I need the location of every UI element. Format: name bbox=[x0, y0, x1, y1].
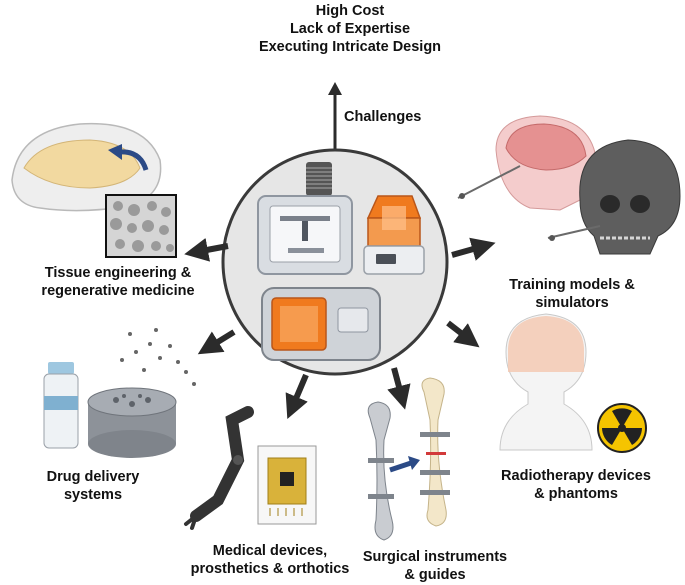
label-medical-line-1: Medical devices, bbox=[212, 543, 328, 559]
label-training-line-1: Training models & bbox=[509, 277, 635, 293]
challenges-list: High Cost Lack of Expertise Executing In… bbox=[230, 2, 470, 56]
label-surgical-line-1: Surgical instruments bbox=[362, 549, 508, 565]
brain-model-icon bbox=[457, 115, 598, 211]
challenges-arrow bbox=[328, 82, 342, 152]
fdm-printer-icon bbox=[257, 195, 353, 275]
skull-model-icon bbox=[547, 139, 681, 255]
femur-bone-icon bbox=[420, 377, 450, 527]
drug-particles-icon bbox=[120, 328, 196, 386]
patient-head-icon bbox=[499, 313, 593, 451]
label-training-line-2: simulators bbox=[535, 295, 609, 311]
radial-arrows bbox=[184, 237, 496, 420]
label-radiotherapy-line-2: & phantoms bbox=[534, 486, 618, 502]
femur-grey-icon bbox=[367, 401, 394, 541]
challenge-intricate-design: Executing Intricate Design bbox=[258, 39, 442, 55]
label-tissue-line-1: Tissue engineering & bbox=[44, 265, 192, 281]
arrow-to-training bbox=[451, 237, 496, 261]
label-surgical-instruments: Surgical instruments & guides bbox=[350, 548, 520, 584]
label-medical-devices: Medical devices, prosthetics & orthotics bbox=[180, 542, 360, 578]
challenge-lack-of-expertise: Lack of Expertise bbox=[289, 21, 411, 37]
label-training-models: Training models & simulators bbox=[482, 276, 662, 312]
label-drug-delivery: Drug delivery systems bbox=[28, 468, 158, 504]
drug-vial-icon bbox=[43, 362, 79, 449]
arrow-to-radiotherapy bbox=[446, 320, 480, 348]
transfer-arrow-icon bbox=[389, 456, 420, 473]
label-tissue-line-2: regenerative medicine bbox=[41, 283, 195, 299]
challenge-high-cost: High Cost bbox=[315, 3, 385, 19]
label-drug-line-2: systems bbox=[63, 487, 123, 503]
label-medical-line-2: prosthetics & orthotics bbox=[190, 561, 350, 577]
mouse-skull-icon bbox=[11, 122, 162, 212]
sls-printer-icon bbox=[261, 287, 381, 361]
scaffold-micrograph-icon bbox=[105, 194, 177, 258]
label-drug-line-1: Drug delivery bbox=[46, 469, 140, 485]
challenges-label: Challenges bbox=[344, 109, 422, 125]
arrow-to-medical bbox=[285, 373, 309, 420]
resin-printer-icon bbox=[363, 195, 425, 275]
arrow-to-drug bbox=[197, 329, 236, 355]
circuit-board-icon bbox=[257, 445, 317, 525]
radiation-symbol-icon bbox=[597, 403, 647, 453]
arrow-to-tissue bbox=[184, 237, 229, 262]
label-radiotherapy: Radiotherapy devices & phantoms bbox=[476, 467, 676, 503]
label-radiotherapy-line-1: Radiotherapy devices bbox=[501, 468, 651, 484]
arrow-to-surgical bbox=[387, 367, 411, 410]
porous-scaffold-icon bbox=[87, 387, 177, 458]
prosthetic-arm-icon bbox=[184, 406, 254, 530]
label-surgical-line-2: & guides bbox=[404, 567, 466, 583]
label-tissue-engineering: Tissue engineering & regenerative medici… bbox=[18, 264, 218, 300]
